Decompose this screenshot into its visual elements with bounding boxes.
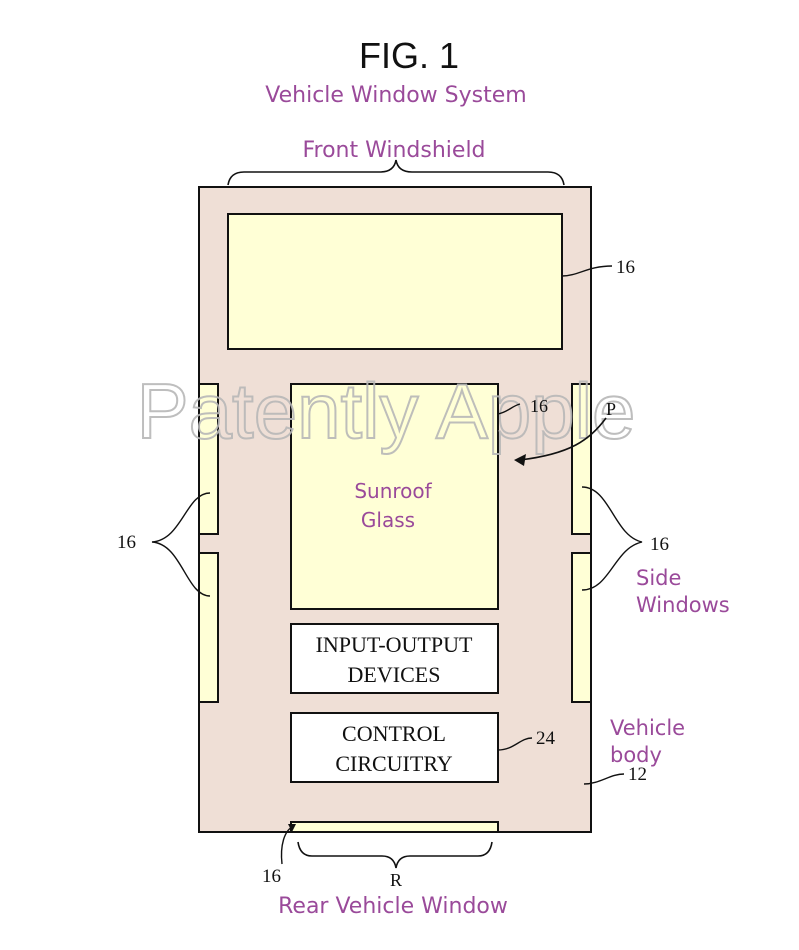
front-windshield — [227, 213, 563, 350]
arrow-p-curve — [519, 417, 607, 461]
left-windows-leader — [151, 492, 211, 597]
rear-brace — [297, 841, 493, 869]
control-ref-leader — [497, 737, 533, 751]
front-windshield-label: Front Windshield — [302, 138, 485, 163]
vehicle-body-label-line2: body — [610, 743, 662, 767]
rear-r-label: R — [390, 870, 402, 890]
sunroof-glass — [290, 383, 499, 610]
figure-title: FIG. 1 — [359, 35, 459, 76]
rear-ref-arrowhead — [288, 824, 296, 832]
vehicle-body-label-line1: Vehicle — [610, 716, 685, 740]
arrow-p-head — [514, 454, 526, 466]
body-ref-leader — [583, 773, 625, 785]
left-side-window-upper — [198, 383, 219, 535]
right-side-window-lower — [571, 552, 592, 703]
sunroof-label-line2: Glass — [361, 508, 415, 532]
input-output-devices-box — [290, 623, 499, 694]
windshield-ref-leader — [561, 265, 613, 277]
control-ref-number: 24 — [536, 728, 556, 749]
rear-ref-number: 16 — [262, 866, 281, 887]
arrow-p-label: P — [606, 399, 616, 419]
io-label-line1: INPUT-OUTPUT — [316, 632, 473, 657]
side-windows-label-line1: Side — [636, 566, 681, 590]
right-windows-leader — [581, 486, 643, 591]
io-label-line2: DEVICES — [348, 662, 441, 687]
sunroof-label-line1: Sunroof — [354, 479, 432, 503]
watermark: Patently Apple — [137, 367, 636, 455]
sunroof-ref-leader — [497, 403, 521, 415]
right-side-window-upper — [571, 383, 592, 535]
front-windshield-brace — [227, 159, 565, 186]
right-windows-ref-number: 16 — [650, 534, 669, 555]
left-side-window-lower — [198, 552, 219, 703]
left-windows-ref-number: 16 — [117, 532, 136, 553]
control-label-line1: CONTROL — [342, 721, 446, 746]
side-windows-label-line2: Windows — [636, 593, 730, 617]
rear-vehicle-window-label: Rear Vehicle Window — [278, 894, 508, 919]
control-circuitry-box — [290, 712, 499, 783]
figure-subtitle: Vehicle Window System — [265, 83, 526, 108]
body-ref-number: 12 — [628, 764, 647, 785]
windshield-ref-number: 16 — [616, 257, 635, 278]
control-label-line2: CIRCUITRY — [335, 751, 452, 776]
rear-vehicle-window — [290, 821, 499, 833]
sunroof-ref-number: 16 — [530, 396, 548, 416]
